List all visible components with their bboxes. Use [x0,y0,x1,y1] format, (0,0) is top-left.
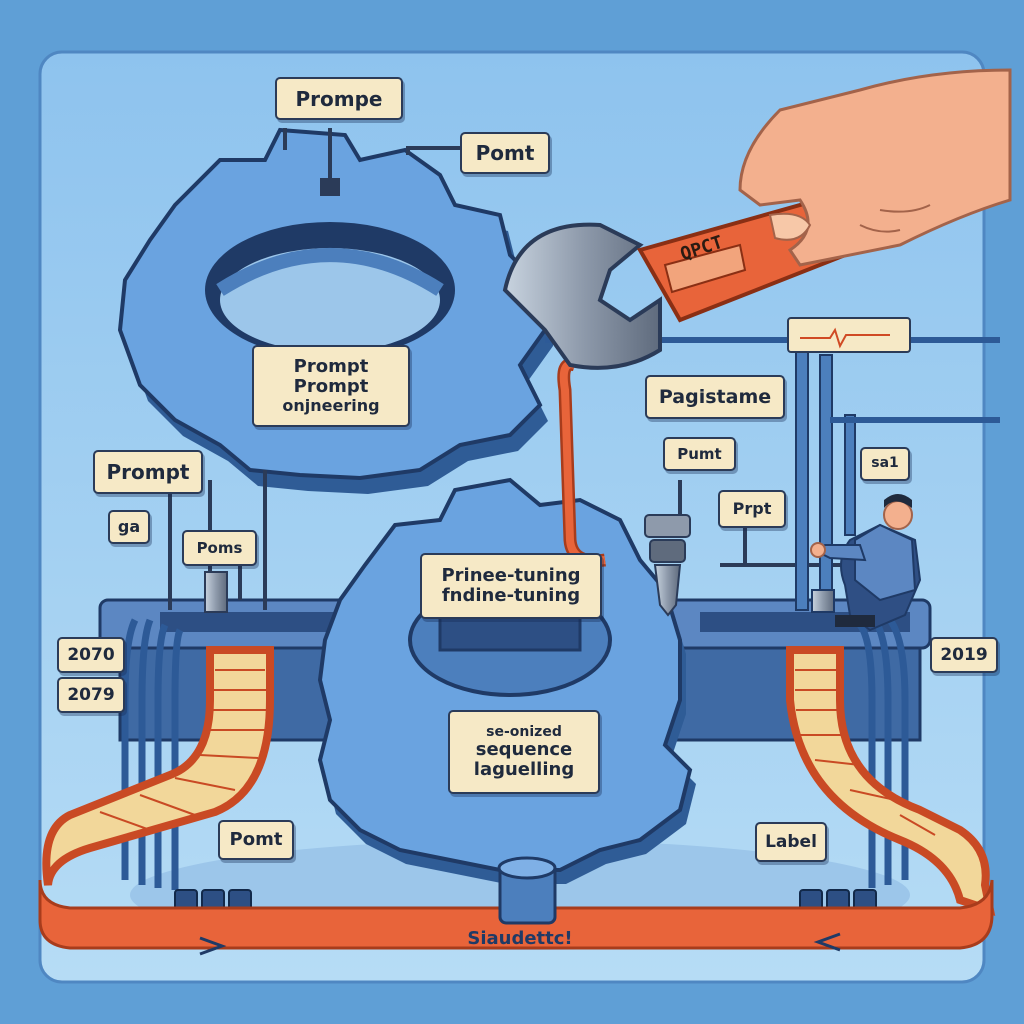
clamp-device [644,514,691,617]
label-gear-top: Prompt Prompt onjneering [252,345,410,427]
center-box-line-1: se-onized [486,723,562,740]
gear-top-line-3: onjneering [282,396,380,415]
label-bottom-label: Label [755,822,827,862]
label-pagistame: Pagistame [645,375,785,419]
connector-lines [168,128,860,610]
worker-figure [810,494,922,632]
gear-top-line-2: Prompt [293,376,369,398]
left-pipes [121,618,184,890]
top-gear [117,127,553,494]
label-top-point: Pomt [460,132,550,174]
hand [738,68,1012,267]
pipe-valve [204,571,228,613]
label-gear-bottom: Prinee-tuning fndine-tuning [420,553,602,619]
belt-text: Siaudettc! [467,928,573,949]
label-year-left-1: 2070 [57,637,125,673]
gear-top-line-1: Prompt [293,356,369,378]
center-box-line-3: laguelling [473,758,575,780]
label-top-prompt: Prompe [275,77,403,120]
gear-bottom-line-1: Prinee-tuning [441,565,581,587]
label-year-left-2: 2079 [57,677,125,713]
label-center-box: se-onized sequence laguelling [448,710,600,794]
label-right-sa1: sa1 [860,447,910,481]
center-box-line-2: sequence [475,738,573,760]
label-left-prompt: Prompt [93,450,203,494]
gear-bottom-line-2: fndine-tuning [441,585,581,606]
label-year-right: 2019 [930,637,998,673]
label-right-prpt: Prpt [718,490,786,528]
label-bottom-point: Pomt [218,820,294,860]
label-left-poms: Poms [182,530,257,566]
label-left-ga: ga [108,510,150,544]
label-right-pumt: Pumt [663,437,736,471]
